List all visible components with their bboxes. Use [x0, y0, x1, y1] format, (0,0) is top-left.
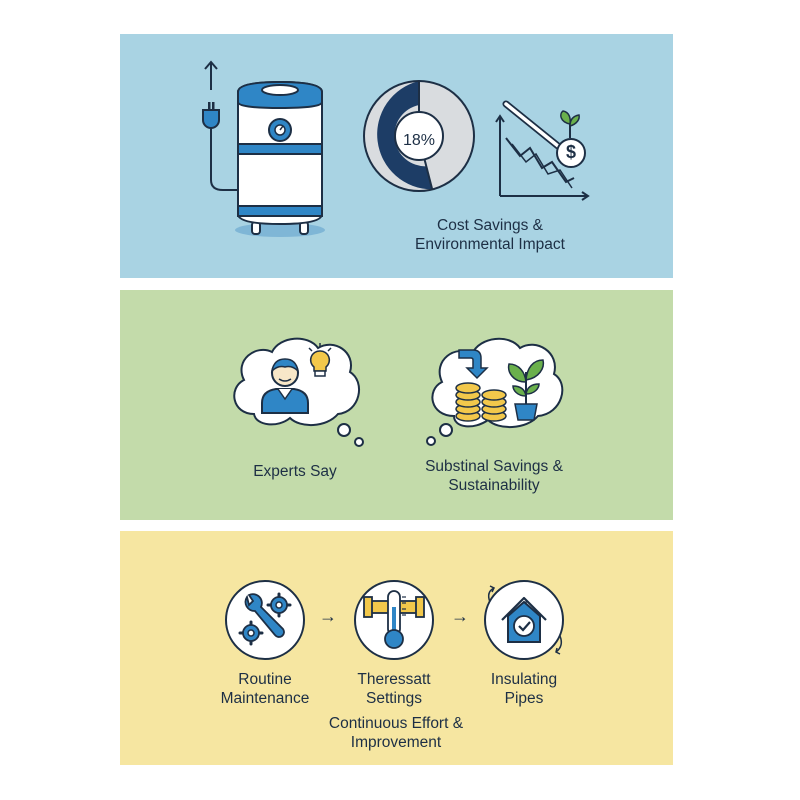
down-arrow-icon: [458, 349, 489, 380]
declining-cost-chart-icon: [495, 100, 590, 201]
lightbulb-icon: [308, 343, 332, 377]
sprout-icon: [560, 110, 580, 138]
cost-savings-caption: Cost Savings & Environmental Impact: [415, 217, 565, 253]
plug-icon: [202, 60, 239, 191]
step-label-routine-maintenance: Routine Maintenance: [220, 671, 310, 707]
donut-percentage-label: 18%: [402, 132, 436, 149]
potted-plant-icon: [507, 359, 545, 421]
savings-sustainability-caption: Substinal Savings & Sustainability: [425, 458, 563, 494]
dollar-coin-icon: [556, 138, 586, 168]
step-label-insulating-pipes: Insulating Pipes: [490, 671, 558, 707]
dollar-symbol: $: [565, 142, 576, 162]
wrench-gears-icon: [238, 592, 292, 646]
continuous-effort-caption: Continuous Effort & Improvement: [328, 715, 464, 751]
experts-panel: [120, 290, 673, 520]
coins-icon: [455, 382, 507, 422]
step-label-thermostat-settings: Theressatt Settings: [357, 671, 431, 707]
water-heater-icon: [235, 80, 325, 237]
step-arrow: →: [451, 606, 469, 626]
donut-chart-icon: [363, 80, 475, 192]
expert-person-icon: [261, 358, 309, 414]
experts-say-caption: Experts Say: [253, 463, 337, 480]
house-check-icon: [487, 585, 563, 655]
step-arrow: →: [319, 606, 337, 626]
thermometer-pipe-icon: [363, 590, 425, 649]
